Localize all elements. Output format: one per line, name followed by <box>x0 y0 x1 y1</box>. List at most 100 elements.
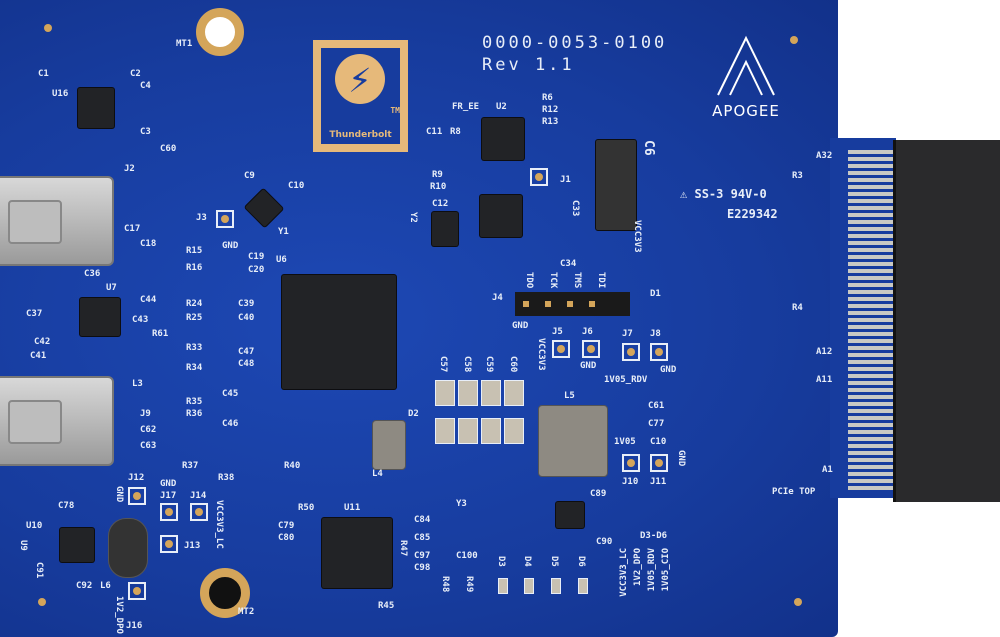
silk-label: R50 <box>298 503 315 513</box>
silk-label: R37 <box>182 461 199 471</box>
led-d3 <box>498 578 508 594</box>
silk-label: D2 <box>408 409 419 419</box>
silk-label: TDO <box>524 272 534 289</box>
silk-label: A1 <box>822 465 833 475</box>
usb-c-port-j9[interactable] <box>0 376 114 466</box>
silk-label: C44 <box>140 295 157 305</box>
silk-label: R16 <box>186 263 203 273</box>
silk-label: U16 <box>52 89 69 99</box>
apogee-wordmark: APOGEE <box>712 102 780 120</box>
capacitor-c58 <box>458 380 478 406</box>
silk-label: C6 <box>641 140 656 156</box>
silk-label: C20 <box>248 265 265 275</box>
silk-label: C11 <box>426 127 443 137</box>
capacitor-c59 <box>481 380 501 406</box>
capacitor-c6 <box>596 140 636 230</box>
thunderbolt-text: Thunderbolt <box>329 130 392 140</box>
trademark-mark: TM <box>390 106 400 115</box>
mounting-hole-mt1 <box>196 8 244 56</box>
silk-label: U10 <box>26 521 43 531</box>
silk-label: C77 <box>648 419 665 429</box>
silk-label: GND <box>660 365 677 375</box>
silk-label: R13 <box>542 117 559 127</box>
silk-label: J12 <box>128 473 145 483</box>
silk-label: A32 <box>816 151 833 161</box>
silk-label: GND <box>580 361 597 371</box>
silk-label: J8 <box>650 329 661 339</box>
usb-c-port-j2[interactable] <box>0 176 114 266</box>
silk-label: D6 <box>576 556 586 567</box>
test-pad-j17[interactable] <box>160 503 178 521</box>
silk-label: J10 <box>622 477 639 487</box>
silk-label: C89 <box>590 489 607 499</box>
silk-label: C10 <box>288 181 305 191</box>
part-number: 0000-0053-0100 <box>482 33 668 53</box>
silk-label: TDI <box>596 272 606 289</box>
silk-label: C43 <box>132 315 149 325</box>
silk-label: J16 <box>126 621 143 631</box>
silk-label: C97 <box>414 551 431 561</box>
silk-label: U9 <box>18 540 28 551</box>
silk-label: R38 <box>218 473 235 483</box>
test-pad-j12[interactable] <box>128 487 146 505</box>
test-pad-j1[interactable] <box>530 168 548 186</box>
silk-label: R24 <box>186 299 203 309</box>
silk-label: C36 <box>84 269 101 279</box>
silk-label: VCC3V3 <box>632 220 642 253</box>
chip-u10 <box>60 528 94 562</box>
pcie-gold-fingers <box>848 150 894 490</box>
silk-label: R36 <box>186 409 203 419</box>
silk-label: C85 <box>414 533 431 543</box>
silk-label: Y1 <box>278 227 289 237</box>
silk-label: C60 <box>508 356 518 373</box>
silk-label: R45 <box>378 601 395 611</box>
silk-label: GND <box>512 321 529 331</box>
test-pad-j10[interactable] <box>622 454 640 472</box>
silk-label: L4 <box>372 469 383 479</box>
silk-label: R10 <box>430 182 447 192</box>
test-pad-j3[interactable] <box>216 210 234 228</box>
ul-icon: ⚠ <box>680 187 688 201</box>
silk-label: C80 <box>278 533 295 543</box>
silk-label: GND <box>160 479 177 489</box>
test-pad-j11[interactable] <box>650 454 668 472</box>
chip-u11 <box>322 518 392 588</box>
test-pad-j8[interactable] <box>650 343 668 361</box>
test-pad-j16[interactable] <box>128 582 146 600</box>
silk-label: R49 <box>464 576 474 593</box>
inductor-l6 <box>108 518 148 578</box>
chip-u3 <box>480 195 522 237</box>
fiducial <box>44 24 52 32</box>
fiducial <box>790 36 798 44</box>
silk-label: R9 <box>432 170 443 180</box>
silk-label: MT1 <box>176 39 193 49</box>
silk-label: VCC3V3_LC <box>619 548 629 597</box>
silk-label: R40 <box>284 461 301 471</box>
jtag-header-j4[interactable] <box>515 292 630 316</box>
silk-label: R33 <box>186 343 203 353</box>
test-pad-j14[interactable] <box>190 503 208 521</box>
led-d4 <box>524 578 534 594</box>
silk-label: D5 <box>549 556 559 567</box>
fiducial <box>38 598 46 606</box>
silk-label: C58 <box>462 356 472 373</box>
silk-label: TMS <box>572 272 582 289</box>
silk-label: C98 <box>414 563 431 573</box>
silk-label: J9 <box>140 409 151 419</box>
silk-label: C12 <box>432 199 449 209</box>
capacitor-c73 <box>435 418 455 444</box>
silk-label: J13 <box>184 541 201 551</box>
test-pad-j13[interactable] <box>160 535 178 553</box>
silk-label: 1V2_DPO <box>633 548 643 586</box>
silk-label: J3 <box>196 213 207 223</box>
pcie-connector <box>893 140 1000 502</box>
silk-label: U6 <box>276 255 287 265</box>
test-pad-j5[interactable] <box>552 340 570 358</box>
capacitor-c75 <box>481 418 501 444</box>
test-pad-j6[interactable] <box>582 340 600 358</box>
silk-label: C100 <box>456 551 478 561</box>
capacitor-c57 <box>435 380 455 406</box>
chip-u2 <box>482 118 524 160</box>
test-pad-j7[interactable] <box>622 343 640 361</box>
chip-u16 <box>78 88 114 128</box>
